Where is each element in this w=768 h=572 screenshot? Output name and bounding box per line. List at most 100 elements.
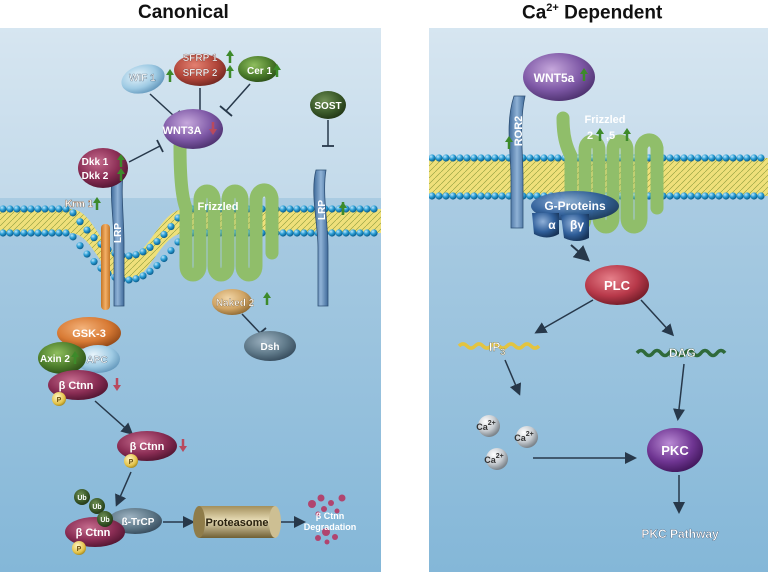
- wif1-label: WIF 1: [129, 73, 156, 84]
- axin2-label: Axin 2: [40, 354, 70, 365]
- lipid-head: [20, 205, 28, 213]
- ror2-label: ROR2: [513, 116, 525, 147]
- cer1-inhibit-line: [225, 83, 251, 112]
- ip3-molecule: [457, 342, 541, 350]
- lipid-head: [680, 192, 688, 200]
- lipid-head: [41, 229, 49, 237]
- dkk1-label: Dkk 1: [82, 157, 109, 168]
- phospho-label-2: P: [129, 459, 134, 466]
- lipid-head: [167, 246, 175, 255]
- arrow-dag-to-pkc: [673, 363, 685, 421]
- canonical-panel: LRP Frizzled LRP WIF 1 SFRP 1 SFRP 2 Cer…: [0, 28, 381, 572]
- lipid-head: [687, 154, 695, 162]
- lipid-head: [139, 272, 147, 280]
- lipid-head: [363, 229, 371, 237]
- lipid-head: [743, 192, 751, 200]
- lipid-head: [342, 229, 350, 237]
- lrp-receptor-left: [110, 167, 125, 307]
- lipid-head: [48, 229, 56, 237]
- lipid-head: [470, 192, 478, 200]
- lipid-head: [673, 192, 681, 200]
- lipid-head: [125, 252, 133, 260]
- arrow-to-plc: [570, 244, 591, 262]
- lipid-head: [750, 192, 758, 200]
- lipid-head: [370, 229, 378, 237]
- krm1-up-arrow: [93, 197, 101, 210]
- lipid-head: [687, 192, 695, 200]
- lipid-head: [729, 154, 737, 162]
- lipid-head: [300, 229, 308, 237]
- lipid-head: [146, 243, 154, 251]
- sfrp1-label: SFRP 1: [183, 53, 218, 64]
- sfrp2-label: SFRP 2: [183, 68, 218, 79]
- lipid-head: [477, 154, 485, 162]
- lipid-head: [554, 154, 562, 162]
- lipid-head: [498, 154, 506, 162]
- lipid-head: [694, 154, 702, 162]
- lipid-head: [435, 192, 443, 200]
- dag-label: DAG: [669, 346, 696, 360]
- lipid-head: [76, 242, 84, 250]
- lipid-head: [743, 154, 751, 162]
- lipid-head: [335, 229, 343, 237]
- lipid-head: [370, 205, 378, 213]
- lipid-head: [167, 222, 175, 231]
- dkk2-label: Dkk 2: [82, 171, 109, 182]
- lipid-head: [356, 205, 364, 213]
- lipid-head: [286, 229, 294, 237]
- krm1-receptor: [101, 224, 110, 310]
- lipid-head: [715, 154, 723, 162]
- lipid-head: [701, 192, 709, 200]
- cer1-inhibit-bar: [219, 105, 233, 117]
- lipid-head: [132, 251, 140, 259]
- lipid-head: [90, 258, 98, 266]
- lipid-head: [6, 229, 14, 237]
- naked2-protein: [212, 289, 252, 315]
- calcium-panel: ROR2 Frizzled 2 ,5 WNT5a G-Proteins α βγ…: [429, 28, 768, 572]
- lipid-head: [442, 154, 450, 162]
- lipid-head: [736, 192, 744, 200]
- lipid-head: [757, 154, 765, 162]
- lipid-head: [722, 192, 730, 200]
- frizzled-label-calcium: Frizzled: [585, 114, 626, 126]
- lipid-head: [328, 229, 336, 237]
- dsh-protein: [244, 331, 296, 361]
- lipid-head: [449, 154, 457, 162]
- lipid-head: [477, 192, 485, 200]
- lipid-head: [484, 192, 492, 200]
- lipid-head: [533, 154, 541, 162]
- plc-protein: [585, 265, 649, 305]
- lipid-head: [160, 230, 168, 239]
- lipid-head: [449, 192, 457, 200]
- dag-molecule: [635, 348, 727, 358]
- lipid-head: [547, 154, 555, 162]
- lipid-head: [435, 154, 443, 162]
- sost-label: SOST: [314, 101, 341, 112]
- wnt5a-up-arrow: [580, 68, 588, 81]
- lipid-head: [6, 205, 14, 213]
- lipid-head: [0, 205, 7, 213]
- wnt3a-label: WNT3A: [162, 125, 201, 137]
- arrow-to-ip3: [534, 299, 594, 334]
- ip3-label: IP3: [489, 340, 505, 357]
- destruction-complex: [38, 317, 121, 406]
- krm1-label: Krm 1: [65, 199, 94, 210]
- dsh-label: Dsh: [261, 342, 280, 353]
- lrp-receptor-right: [313, 169, 329, 307]
- betagamma-label: βγ: [570, 218, 584, 232]
- lipid-head: [694, 192, 702, 200]
- lipid-head: [736, 154, 744, 162]
- plc-label: PLC: [604, 278, 631, 293]
- lipid-head: [90, 234, 98, 242]
- lipid-head: [666, 192, 674, 200]
- bctnn-down-arrow-2: [179, 439, 187, 452]
- lipid-head: [757, 192, 765, 200]
- frizzled-receptor: [173, 139, 279, 282]
- pkc-pathway-label: PKC Pathway: [641, 527, 719, 541]
- lipid-head: [286, 205, 294, 213]
- lipid-head: [701, 154, 709, 162]
- lipid-head: [13, 205, 21, 213]
- arrow-to-ubiquitin-complex: [115, 471, 132, 507]
- lipid-head: [722, 154, 730, 162]
- calcium-diagram: ROR2 Frizzled 2 ,5 WNT5a G-Proteins α βγ…: [429, 28, 768, 541]
